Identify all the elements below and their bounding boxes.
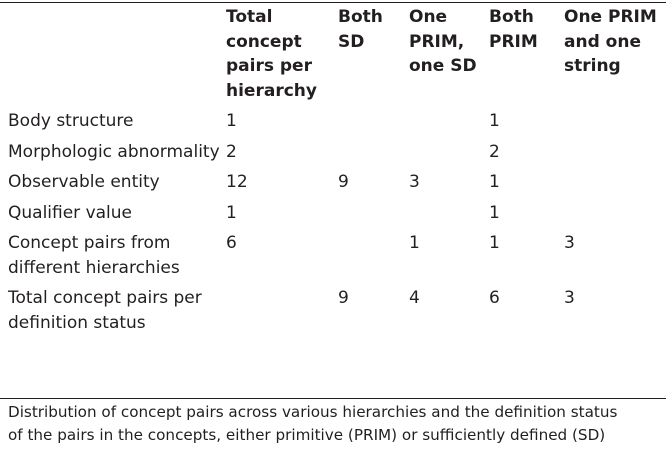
table-cell: 1: [226, 111, 237, 131]
table-row: Observable entity 12 9 3 1: [0, 170, 666, 201]
table-cell: [564, 109, 666, 140]
row-label: Body structure: [8, 111, 134, 131]
table-row: Body structure 1 1: [0, 109, 666, 140]
table-cell: 4: [409, 288, 420, 308]
table-row: Qualifier value 1 1: [0, 201, 666, 232]
row-label: Morphologic abnormality: [8, 141, 220, 162]
table-row: Morphologic abnormality 2 2: [0, 140, 666, 171]
table-cell: [564, 201, 666, 232]
table-cell: [409, 201, 489, 232]
header-cell-one-prim-one-sd: One PRIM, one SD: [409, 7, 477, 76]
header-cell-total-per-hierarchy: Total concept pairs per hierarchy: [226, 7, 317, 101]
row-label: Total concept pairs per definition statu…: [8, 288, 202, 333]
table-cell: 3: [564, 288, 575, 308]
table-cell: 2: [226, 141, 237, 162]
table-cell: [564, 170, 666, 201]
table-row: Concept pairs from different hierarchies…: [0, 231, 666, 286]
table-cell: [409, 140, 489, 171]
table-cell: [338, 231, 409, 286]
bottom-rule: [0, 398, 666, 399]
header-row: Total concept pairs per hierarchy Both S…: [0, 5, 666, 109]
table-cell: 12: [226, 172, 248, 192]
table-cell: 6: [489, 288, 500, 308]
header-cell-one-prim-one-string: One PRIM and one string: [564, 7, 657, 76]
table-cell: 1: [489, 202, 500, 223]
table-cell: 3: [409, 172, 420, 192]
table-cell: [409, 109, 489, 140]
table-cell: 2: [489, 141, 500, 162]
caption-line: Distribution of concept pairs across var…: [8, 403, 618, 421]
caption-line: of the pairs in the concepts, either pri…: [8, 426, 606, 444]
table-cell: 1: [226, 202, 237, 223]
table-cell: [226, 286, 338, 341]
table-cell: 1: [489, 111, 500, 131]
table-cell: [338, 109, 409, 140]
table-cell: 3: [564, 233, 575, 253]
data-table: Total concept pairs per hierarchy Both S…: [0, 5, 666, 341]
table-cell: 6: [226, 233, 237, 253]
row-label: Observable entity: [8, 172, 160, 192]
table-cell: 9: [338, 172, 349, 192]
table-cell: 1: [489, 233, 500, 253]
table-cell: 1: [489, 172, 500, 192]
table-cell: [338, 201, 409, 232]
header-cell-both-prim: Both PRIM: [489, 7, 538, 52]
table-caption: Distribution of concept pairs across var…: [8, 401, 666, 447]
row-label: Qualifier value: [8, 202, 133, 223]
table-cell: [564, 140, 666, 171]
row-label: Concept pairs from different hierarchies: [8, 233, 180, 278]
table-row-total: Total concept pairs per definition statu…: [0, 286, 666, 341]
table-cell: 1: [409, 233, 420, 253]
table-cell: [338, 140, 409, 171]
header-cell-row-label: [0, 5, 226, 109]
table-cell: 9: [338, 288, 349, 308]
top-rule: [0, 2, 666, 3]
header-cell-both-sd: Both SD: [338, 7, 383, 52]
